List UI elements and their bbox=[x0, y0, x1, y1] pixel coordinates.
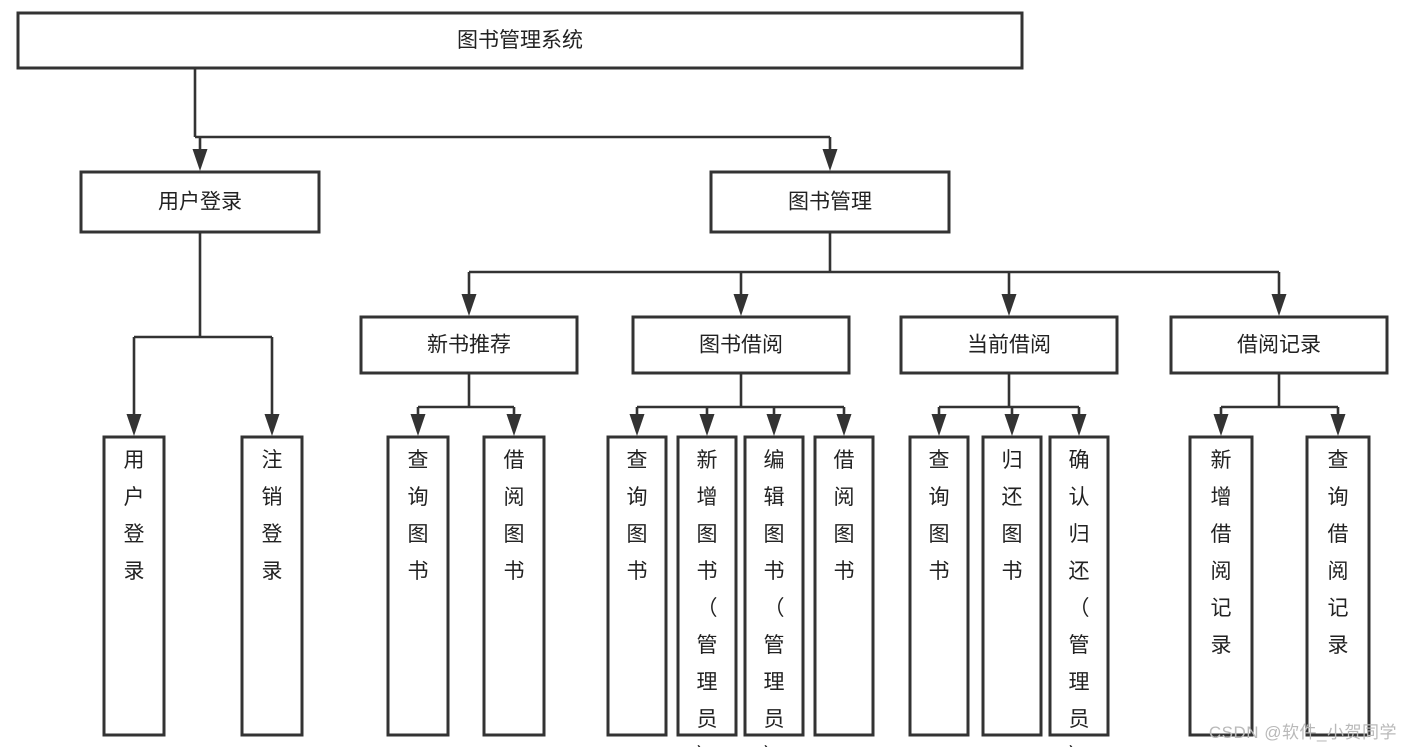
arrow-head-icon bbox=[822, 149, 838, 171]
node-leaf-query-record[interactable]: 查询借阅记录 bbox=[1305, 435, 1371, 737]
arrow-head-icon bbox=[126, 414, 142, 436]
arrow-head-icon bbox=[461, 294, 477, 316]
node-box-leaf-add-record[interactable] bbox=[1188, 435, 1254, 737]
node-box-leaf-confirm-return[interactable] bbox=[1048, 435, 1110, 737]
arrow-head-icon bbox=[931, 414, 947, 436]
node-leaf-borrow-book-1[interactable]: 借阅图书 bbox=[482, 435, 546, 737]
node-book-manage[interactable]: 图书管理 bbox=[709, 170, 951, 234]
node-box-leaf-edit-book[interactable] bbox=[743, 435, 805, 737]
node-box-current-borrow[interactable] bbox=[899, 315, 1119, 375]
node-leaf-user-logout[interactable]: 注销登录 bbox=[240, 435, 304, 737]
node-label-root: 图书管理系统 bbox=[457, 29, 583, 52]
arrow-head-icon bbox=[192, 149, 208, 171]
node-leaf-return-book[interactable]: 归还图书 bbox=[981, 435, 1043, 737]
node-leaf-confirm-return[interactable]: 确认归还（管理员） bbox=[1048, 435, 1110, 747]
node-label-book-borrow: 图书借阅 bbox=[699, 334, 783, 357]
node-label-leaf-add-book: 新增图书（管理员） bbox=[697, 449, 718, 747]
node-user-login[interactable]: 用户登录 bbox=[79, 170, 321, 234]
connector-group-new-book-recommend-children bbox=[410, 373, 522, 436]
arrow-head-icon bbox=[699, 414, 715, 436]
node-label-leaf-user-login: 用户登录 bbox=[124, 449, 145, 583]
node-box-leaf-user-login[interactable] bbox=[102, 435, 166, 737]
node-leaf-query-book-3[interactable]: 查询图书 bbox=[908, 435, 970, 737]
node-label-borrow-record: 借阅记录 bbox=[1237, 334, 1321, 357]
node-box-leaf-query-record[interactable] bbox=[1305, 435, 1371, 737]
node-box-book-manage[interactable] bbox=[709, 170, 951, 234]
node-label-leaf-user-logout: 注销登录 bbox=[262, 449, 283, 583]
node-label-leaf-query-book-3: 查询图书 bbox=[929, 449, 950, 583]
connector-group-book-manage-children bbox=[461, 232, 1287, 316]
connector-group-borrow-record-children bbox=[1213, 373, 1346, 436]
arrow-head-icon bbox=[1271, 294, 1287, 316]
arrow-head-icon bbox=[410, 414, 426, 436]
node-label-user-login: 用户登录 bbox=[158, 191, 242, 214]
connectors-layer bbox=[126, 68, 1346, 436]
node-label-leaf-confirm-return: 确认归还（管理员） bbox=[1069, 449, 1090, 747]
node-label-leaf-edit-book: 编辑图书（管理员） bbox=[764, 449, 785, 747]
node-leaf-query-book-1[interactable]: 查询图书 bbox=[386, 435, 450, 737]
connector-group-book-borrow-children bbox=[629, 373, 852, 436]
node-label-book-manage: 图书管理 bbox=[788, 191, 872, 214]
arrow-head-icon bbox=[629, 414, 645, 436]
node-new-book-recommend[interactable]: 新书推荐 bbox=[359, 315, 579, 375]
node-label-new-book-recommend: 新书推荐 bbox=[427, 334, 511, 357]
node-box-leaf-return-book[interactable] bbox=[981, 435, 1043, 737]
node-borrow-record[interactable]: 借阅记录 bbox=[1169, 315, 1389, 375]
node-box-leaf-borrow-book-1[interactable] bbox=[482, 435, 546, 737]
node-current-borrow[interactable]: 当前借阅 bbox=[899, 315, 1119, 375]
node-box-leaf-user-logout[interactable] bbox=[240, 435, 304, 737]
arrow-head-icon bbox=[1213, 414, 1229, 436]
node-label-leaf-return-book: 归还图书 bbox=[1002, 449, 1023, 583]
node-leaf-edit-book[interactable]: 编辑图书（管理员） bbox=[743, 435, 805, 747]
arrow-head-icon bbox=[264, 414, 280, 436]
node-label-current-borrow: 当前借阅 bbox=[967, 334, 1051, 357]
connector-group-user-login-children bbox=[126, 232, 280, 436]
node-label-leaf-query-book-1: 查询图书 bbox=[408, 449, 429, 583]
node-leaf-user-login[interactable]: 用户登录 bbox=[102, 435, 166, 737]
node-box-leaf-borrow-book-2[interactable] bbox=[813, 435, 875, 737]
node-box-leaf-add-book[interactable] bbox=[676, 435, 738, 737]
node-box-book-borrow[interactable] bbox=[631, 315, 851, 375]
node-leaf-add-record[interactable]: 新增借阅记录 bbox=[1188, 435, 1254, 737]
node-box-leaf-query-book-2[interactable] bbox=[606, 435, 668, 737]
arrow-head-icon bbox=[733, 294, 749, 316]
node-label-leaf-add-record: 新增借阅记录 bbox=[1211, 449, 1232, 657]
connector-group-current-borrow-children bbox=[931, 373, 1087, 436]
arrow-head-icon bbox=[1001, 294, 1017, 316]
node-label-leaf-borrow-book-1: 借阅图书 bbox=[504, 449, 525, 583]
arrow-head-icon bbox=[836, 414, 852, 436]
node-root[interactable]: 图书管理系统 bbox=[16, 11, 1024, 70]
node-book-borrow[interactable]: 图书借阅 bbox=[631, 315, 851, 375]
node-box-user-login[interactable] bbox=[79, 170, 321, 234]
connector-group-root-children bbox=[192, 68, 838, 171]
node-leaf-add-book[interactable]: 新增图书（管理员） bbox=[676, 435, 738, 747]
node-box-borrow-record[interactable] bbox=[1169, 315, 1389, 375]
arrow-head-icon bbox=[506, 414, 522, 436]
node-box-leaf-query-book-3[interactable] bbox=[908, 435, 970, 737]
csdn-watermark: CSDN @软件_小贺同学 bbox=[1208, 723, 1397, 742]
node-label-leaf-query-book-2: 查询图书 bbox=[627, 449, 648, 583]
arrow-head-icon bbox=[1330, 414, 1346, 436]
node-label-leaf-query-record: 查询借阅记录 bbox=[1328, 449, 1349, 657]
nodes-layer: 图书管理系统用户登录图书管理新书推荐图书借阅当前借阅借阅记录用户登录注销登录查询… bbox=[16, 11, 1389, 747]
node-box-new-book-recommend[interactable] bbox=[359, 315, 579, 375]
node-leaf-query-book-2[interactable]: 查询图书 bbox=[606, 435, 668, 737]
node-label-leaf-borrow-book-2: 借阅图书 bbox=[834, 449, 855, 583]
node-box-root[interactable] bbox=[16, 11, 1024, 70]
node-leaf-borrow-book-2[interactable]: 借阅图书 bbox=[813, 435, 875, 737]
arrow-head-icon bbox=[1004, 414, 1020, 436]
node-box-leaf-query-book-1[interactable] bbox=[386, 435, 450, 737]
arrow-head-icon bbox=[1071, 414, 1087, 436]
arrow-head-icon bbox=[766, 414, 782, 436]
